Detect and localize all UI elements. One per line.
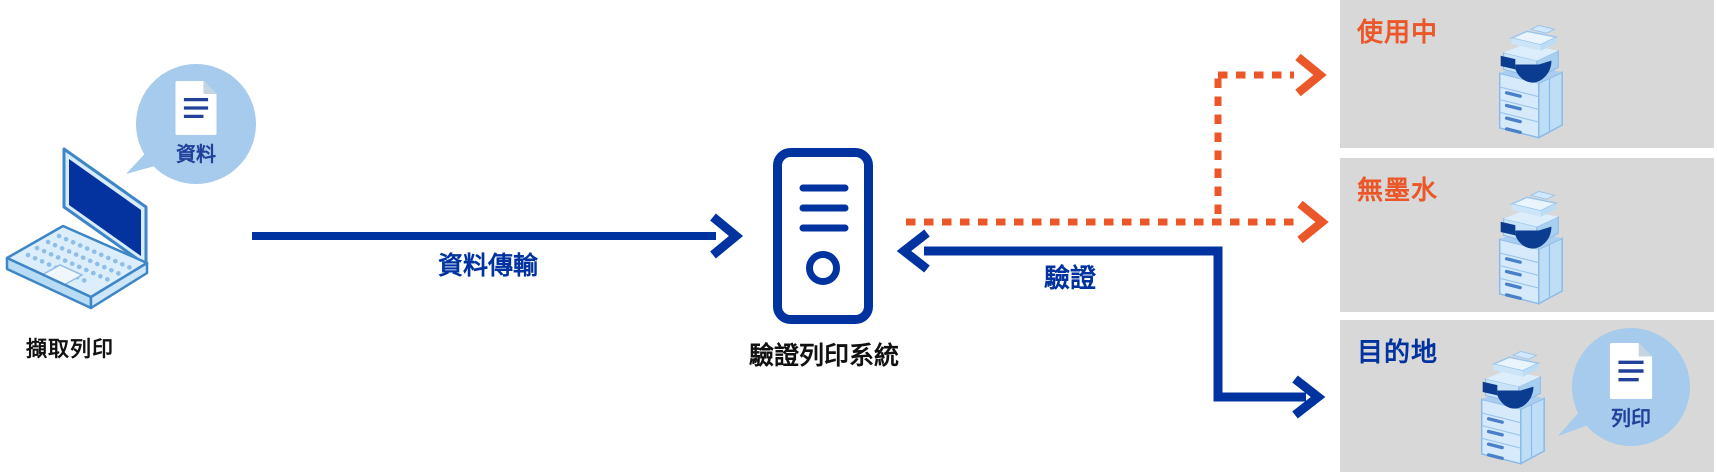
auth-arrow-label: 驗證 (1043, 263, 1096, 293)
data-bubble-label: 資料 (176, 144, 216, 166)
destination-panel-target: 目的地 列印 (1340, 320, 1714, 472)
status-badge: 無墨水 (1357, 175, 1439, 205)
document-icon (1609, 343, 1653, 399)
server-icon (773, 148, 873, 324)
destination-panel-no-ink: 無墨水 (1340, 158, 1714, 312)
data-transfer-arrow (252, 213, 744, 259)
document-icon (175, 81, 217, 135)
transfer-arrow-label: 資料傳輸 (437, 252, 538, 280)
printer-icon (1488, 190, 1570, 310)
server-label: 驗證列印系統 (748, 342, 899, 370)
laptop-icon (5, 147, 149, 310)
status-dotted-arrows (906, 53, 1329, 244)
print-bubble: 列印 (1572, 328, 1690, 446)
data-bubble: 資料 (136, 64, 256, 184)
source-label: 擷取列印 (26, 338, 114, 361)
print-bubble-label: 列印 (1611, 408, 1651, 430)
printer-icon (1488, 24, 1570, 144)
printer-icon (1470, 350, 1552, 470)
auth-return-arrow (896, 229, 1326, 419)
destination-panel-in-use: 使用中 (1340, 0, 1714, 148)
status-badge: 目的地 (1357, 337, 1439, 367)
status-badge: 使用中 (1357, 17, 1439, 47)
